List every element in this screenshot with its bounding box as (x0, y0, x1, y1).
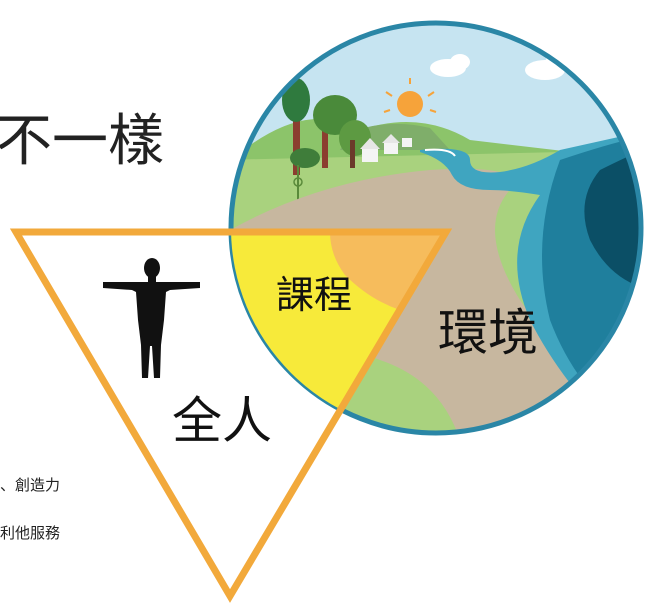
label-whole-person: 全人 (172, 392, 272, 450)
house-icon (360, 134, 412, 162)
side-text-line2: 利他服務 (0, 524, 60, 542)
human-figure-icon (103, 258, 200, 378)
sun-icon (383, 78, 437, 117)
tree-icon (282, 78, 371, 210)
label-curriculum: 課程 (276, 273, 352, 317)
label-environment: 環境 (438, 304, 538, 362)
heading-fragment: 不一樣 (0, 109, 164, 174)
side-text-line1: 、創造力 (0, 476, 60, 494)
whole-person-triangle (9, 228, 453, 603)
